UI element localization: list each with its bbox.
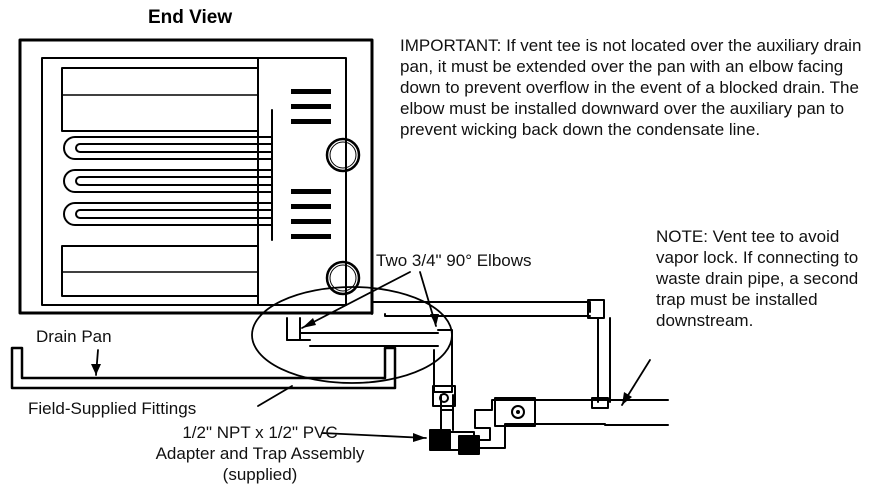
pvc-piping [286, 299, 669, 455]
adapter-label: 1/2" NPT x 1/2" PVC Adapter and Trap Ass… [150, 422, 370, 485]
vent-louvers-upper [291, 89, 331, 124]
leader-lines [91, 271, 651, 442]
drain-pan-label: Drain Pan [36, 327, 112, 346]
trap-cleanout-upper [432, 385, 456, 407]
unit-inner-frame [41, 57, 347, 306]
coil-tubes [63, 136, 273, 226]
trap-union [494, 397, 536, 427]
air-handler-unit [18, 38, 374, 315]
adapter-label-line1: 1/2" NPT x 1/2" PVC [182, 423, 338, 442]
important-note: IMPORTANT: If vent tee is not located ov… [400, 36, 862, 139]
adapter-label-line2: Adapter and Trap Assembly [155, 444, 365, 463]
diagram-title: End View [148, 7, 233, 28]
pvc-adapter [429, 429, 451, 451]
elbows-label: Two 3/4" 90° Elbows [376, 251, 532, 270]
upper-panel [61, 67, 259, 132]
vent-louvers-lower [291, 189, 331, 239]
lower-panel [61, 245, 259, 297]
field-fittings-label: Field-Supplied Fittings [28, 399, 197, 418]
field-fittings-ellipse [251, 286, 453, 384]
unit-outer-frame [18, 38, 374, 315]
vent-note: NOTE: Vent tee to avoid vapor lock. If c… [656, 227, 859, 330]
drain-pan [10, 346, 397, 390]
adapter-label-line3: (supplied) [222, 465, 298, 484]
drain-ports [325, 137, 361, 296]
trap-union-nut [511, 405, 525, 419]
